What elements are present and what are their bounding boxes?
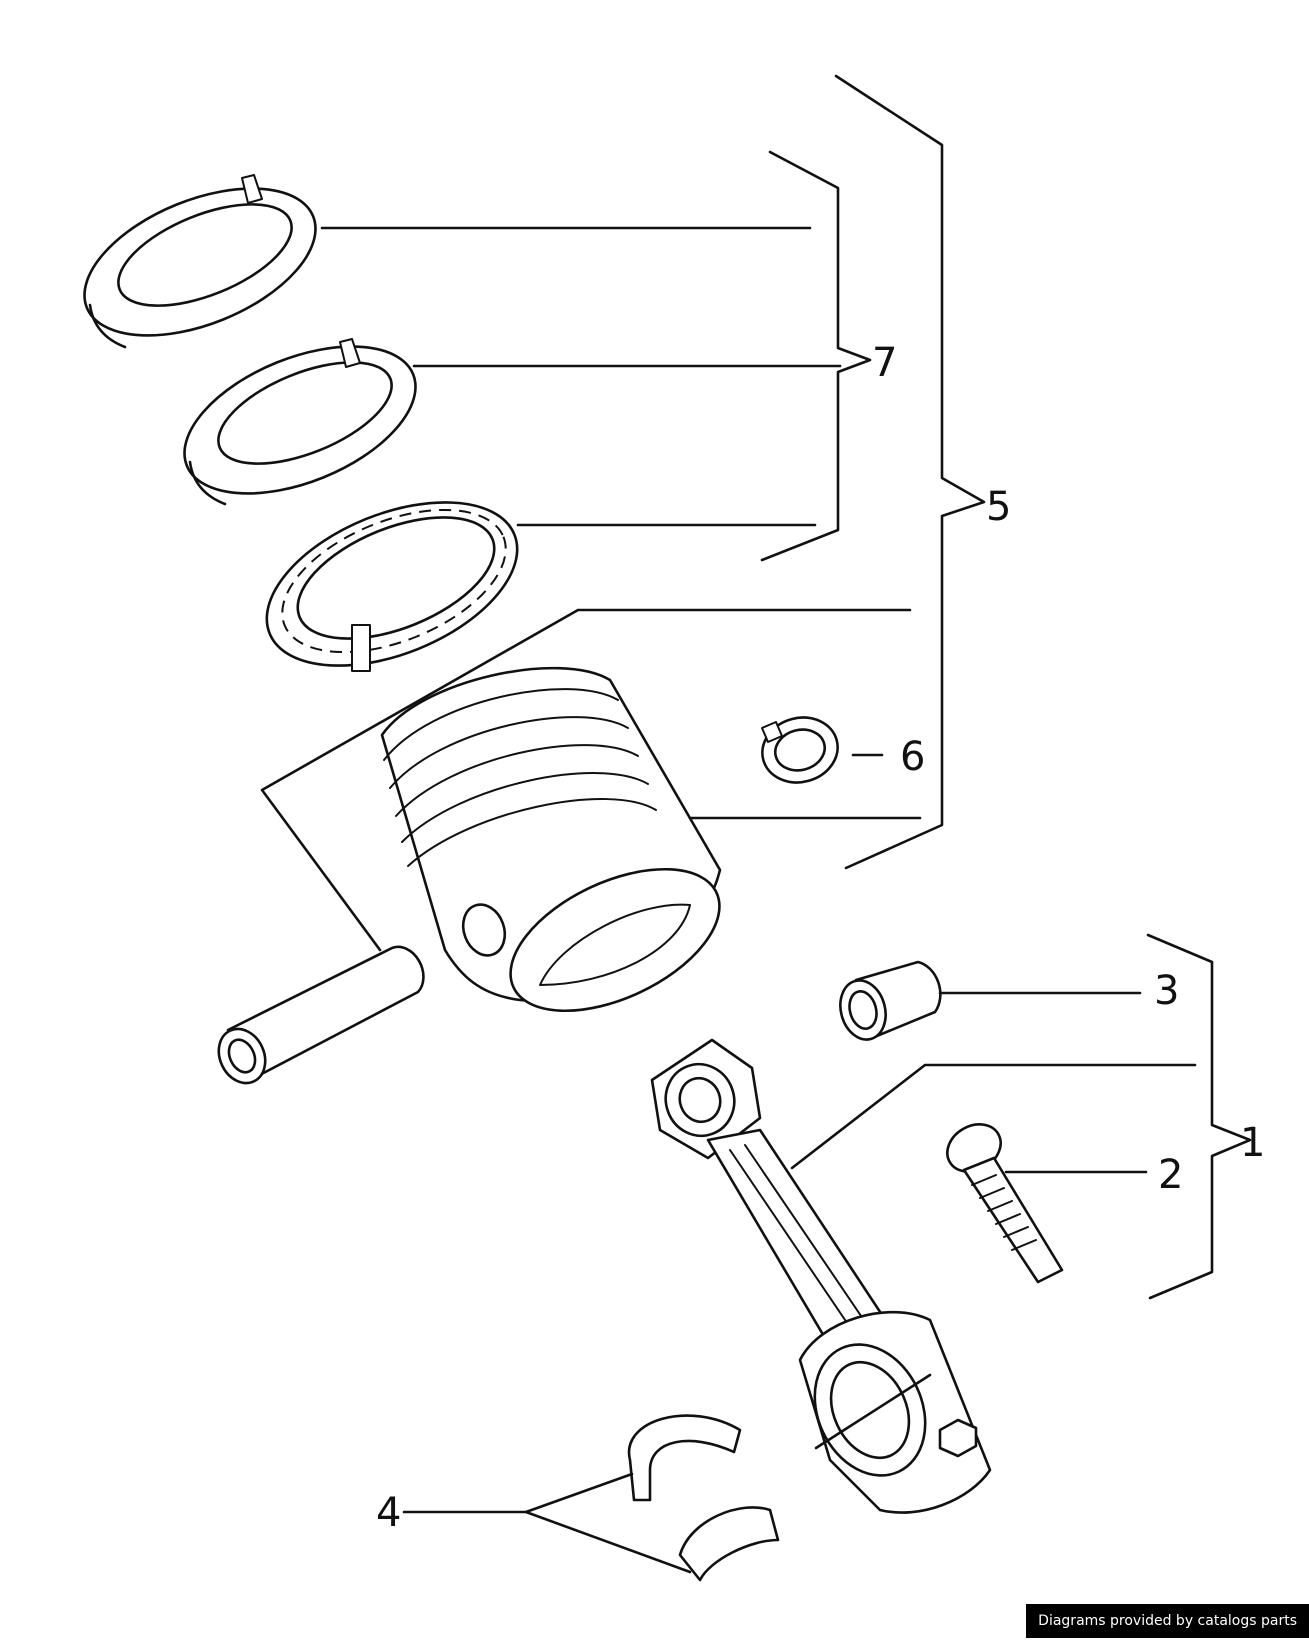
piston-ring-second xyxy=(183,338,417,506)
piston-pin xyxy=(217,945,425,1085)
small-end-bushing xyxy=(839,960,942,1041)
piston xyxy=(380,666,722,1013)
callout-4: 4 xyxy=(376,1490,401,1536)
callout-6: 6 xyxy=(900,734,925,780)
callout-1: 1 xyxy=(1240,1120,1265,1166)
con-rod-bolt xyxy=(946,1123,1064,1284)
connecting-rod xyxy=(650,1038,992,1514)
callout-2: 2 xyxy=(1158,1152,1183,1198)
callout-7: 7 xyxy=(872,340,897,386)
piston-ring-top xyxy=(83,174,317,349)
leader-lines xyxy=(260,74,1252,1574)
callout-5: 5 xyxy=(986,484,1011,530)
bearing-shells xyxy=(627,1414,780,1582)
circlip xyxy=(761,716,839,784)
oil-control-ring xyxy=(265,501,519,672)
callout-3: 3 xyxy=(1154,968,1179,1014)
credit-banner: Diagrams provided by catalogs parts xyxy=(1026,1604,1309,1638)
